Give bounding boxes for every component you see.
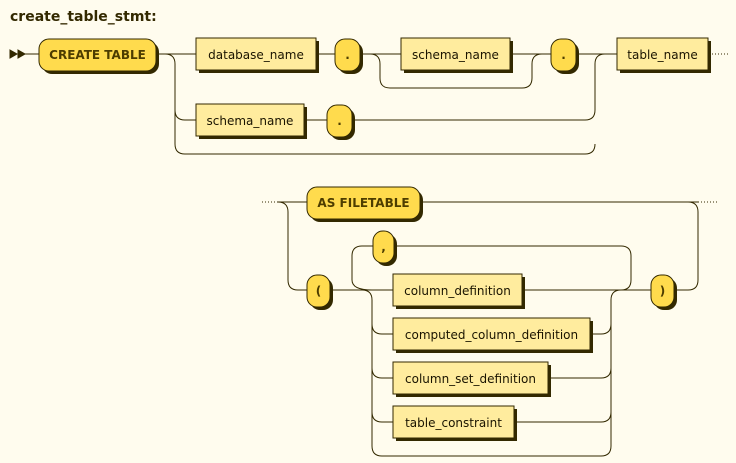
terminal-dot-2: . [550,38,579,74]
nonterminal-table-name: table_name [616,37,711,73]
computed-column-definition-label: computed_column_definition [405,328,578,342]
terminal-dot-3: . [326,104,355,140]
nonterminal-database-name: database_name [195,37,319,73]
terminal-create-table: CREATE TABLE [38,38,159,74]
nonterminal-schema-name-alt: schema_name [195,103,307,139]
rule-title: create_table_stmt: [10,9,157,25]
dot-2-label: . [561,48,566,62]
schema-name-alt-label: schema_name [207,114,294,128]
connector-lines-row2 [262,201,718,457]
start-arrow-1 [9,49,19,59]
schema-name-top-label: schema_name [412,48,499,62]
dot-1-label: . [345,48,350,62]
comma-label: , [381,240,386,254]
nonterminal-column-definition: column_definition [392,273,525,309]
terminal-right-paren: ) [650,274,677,310]
nonterminal-table-constraint: table_constraint [392,405,517,441]
right-paren-label: ) [660,284,665,298]
nonterminal-computed-column-definition: computed_column_definition [392,317,593,353]
terminal-left-paren: ( [306,274,333,310]
nonterminal-column-set-definition: column_set_definition [392,361,551,397]
dot-3-label: . [337,114,342,128]
as-filetable-label: AS FILETABLE [317,196,409,210]
terminal-comma: , [372,230,397,266]
column-set-definition-label: column_set_definition [405,372,536,386]
table-constraint-label: table_constraint [405,416,502,430]
create-table-label: CREATE TABLE [49,48,146,62]
database-name-label: database_name [208,48,304,62]
start-arrow-2 [17,49,27,59]
terminal-dot-1: . [334,38,363,74]
terminal-as-filetable: AS FILETABLE [306,186,423,222]
left-paren-label: ( [316,284,321,298]
nonterminal-schema-name-top: schema_name [400,37,513,73]
column-definition-label: column_definition [404,284,511,298]
connector-lines-row1 [9,49,730,155]
table-name-label: table_name [627,48,697,62]
